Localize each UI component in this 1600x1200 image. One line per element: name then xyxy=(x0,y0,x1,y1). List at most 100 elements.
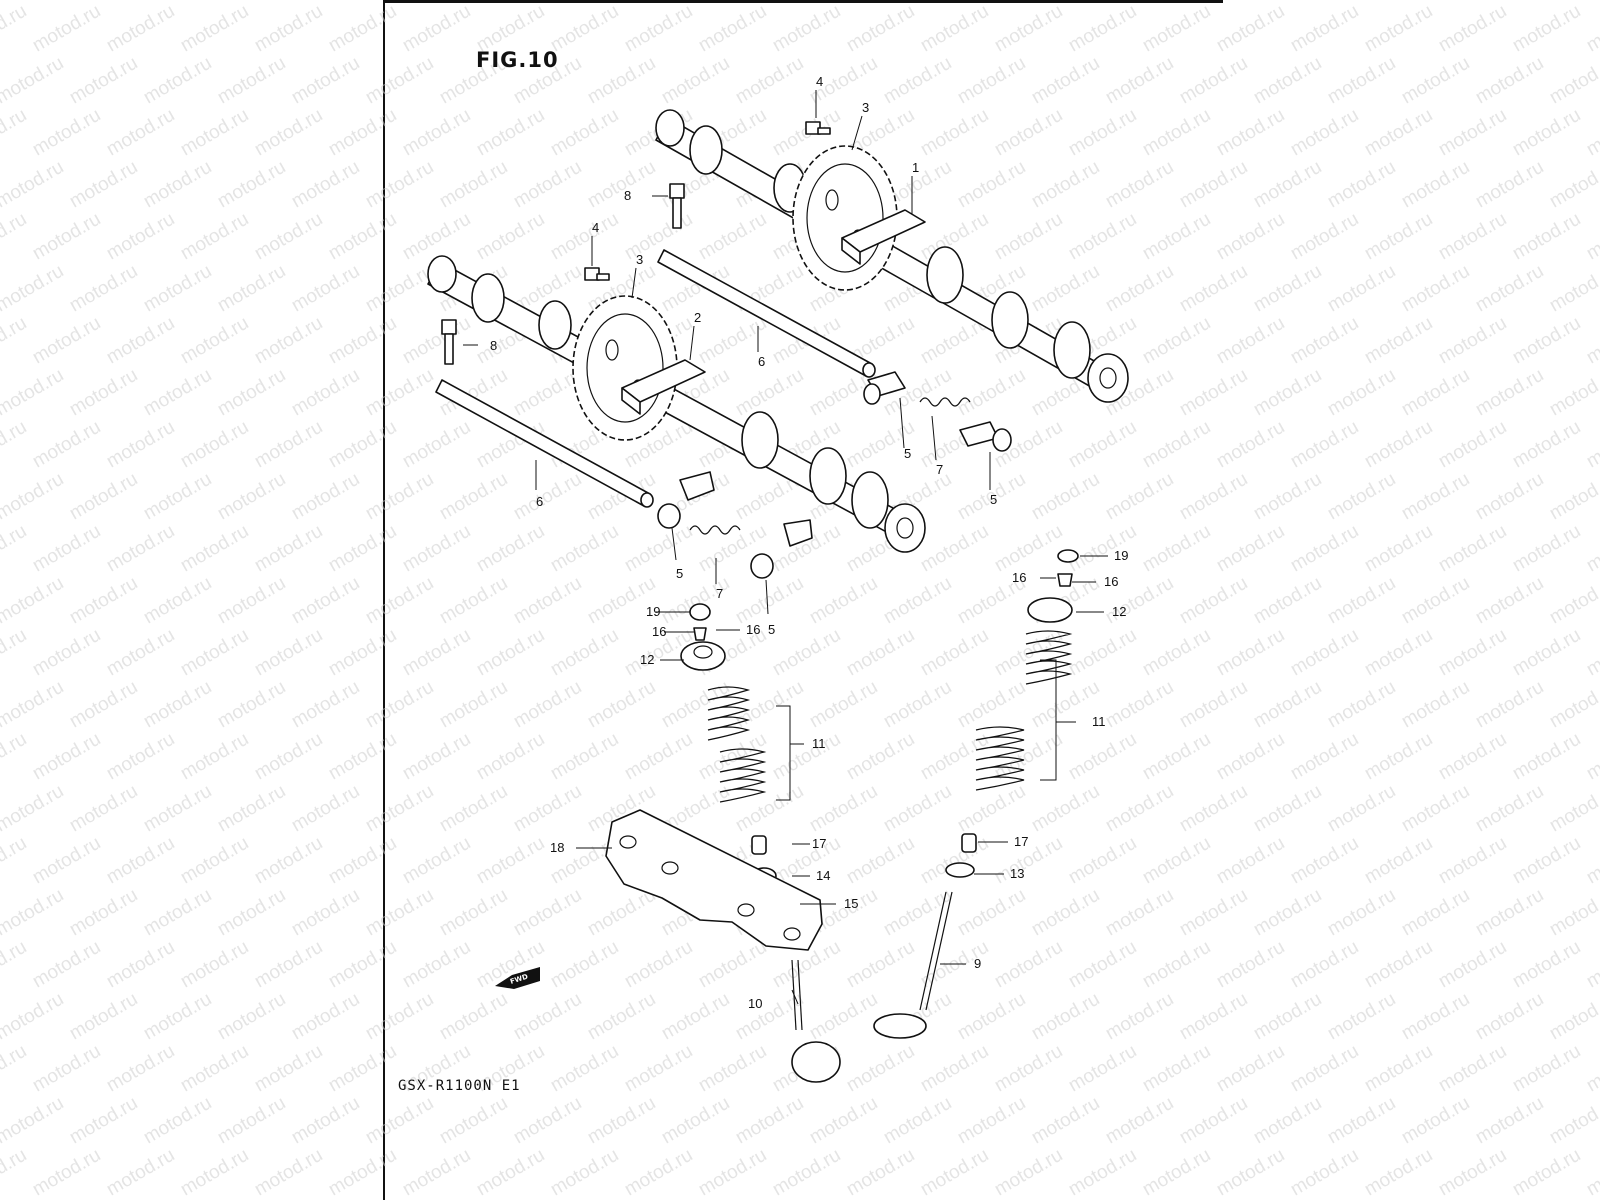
watermark-text: motod.ru xyxy=(843,1041,918,1097)
watermark-text: motod.ru xyxy=(1472,573,1547,629)
watermark-text: motod.ru xyxy=(1361,729,1436,785)
watermark-text: motod.ru xyxy=(954,365,1029,421)
rocker-arm-assembly-right xyxy=(863,371,1012,452)
watermark-text: motod.ru xyxy=(621,937,696,993)
watermark-text: motod.ru xyxy=(436,989,511,1045)
watermark-text: motod.ru xyxy=(621,209,696,265)
watermark-text: motod.ru xyxy=(1546,157,1600,213)
watermark-text: motod.ru xyxy=(1250,781,1325,837)
watermark-text: motod.ru xyxy=(843,417,918,473)
watermark-text: motod.ru xyxy=(806,573,881,629)
watermark-text: motod.ru xyxy=(843,729,918,785)
watermark-text: motod.ru xyxy=(1139,209,1214,265)
watermark-text: motod.ru xyxy=(325,521,400,577)
watermark-text: motod.ru xyxy=(1546,469,1600,525)
callout-16b: 16 xyxy=(746,622,760,637)
watermark-text: motod.ru xyxy=(66,1093,141,1149)
watermark-text: motod.ru xyxy=(695,1041,770,1097)
callout-15: 15 xyxy=(844,896,858,911)
watermark-text: motod.ru xyxy=(1139,1145,1214,1200)
watermark-text: motod.ru xyxy=(0,313,30,369)
watermark-text: motod.ru xyxy=(1435,1041,1510,1097)
watermark-text: motod.ru xyxy=(66,781,141,837)
watermark-text: motod.ru xyxy=(1546,53,1600,109)
watermark-text: motod.ru xyxy=(1287,729,1362,785)
watermark-text: motod.ru xyxy=(917,521,992,577)
watermark-text: motod.ru xyxy=(362,1093,437,1149)
exhaust-camshaft xyxy=(655,109,1129,403)
watermark-text: motod.ru xyxy=(621,1145,696,1200)
watermark-text: motod.ru xyxy=(695,937,770,993)
callout-2: 2 xyxy=(694,310,701,325)
watermark-text: motod.ru xyxy=(806,1093,881,1149)
watermark-text: motod.ru xyxy=(1509,417,1584,473)
watermark-text: motod.ru xyxy=(954,0,1029,4)
watermark-text: motod.ru xyxy=(1398,781,1473,837)
watermark-text: motod.ru xyxy=(29,937,104,993)
watermark-text: motod.ru xyxy=(66,53,141,109)
watermark-text: motod.ru xyxy=(1065,729,1140,785)
rocker-shaft-lower xyxy=(435,379,654,508)
watermark-text: motod.ru xyxy=(251,833,326,889)
watermark-text: motod.ru xyxy=(1361,521,1436,577)
watermark-text: motod.ru xyxy=(1176,885,1251,941)
watermark-text: motod.ru xyxy=(1361,625,1436,681)
watermark-text: motod.ru xyxy=(399,1145,474,1200)
watermark-text: motod.ru xyxy=(1287,937,1362,993)
watermark-text: motod.ru xyxy=(0,937,30,993)
watermark-text: motod.ru xyxy=(325,1,400,57)
watermark-text: motod.ru xyxy=(214,781,289,837)
watermark-text: motod.ru xyxy=(1287,417,1362,473)
watermark-text: motod.ru xyxy=(399,937,474,993)
callout-12a: 12 xyxy=(640,652,654,667)
watermark-text: motod.ru xyxy=(177,1,252,57)
watermark-text: motod.ru xyxy=(695,209,770,265)
watermark-text: motod.ru xyxy=(1361,313,1436,369)
watermark-text: motod.ru xyxy=(473,521,548,577)
watermark-text: motod.ru xyxy=(362,53,437,109)
watermark-text: motod.ru xyxy=(1028,157,1103,213)
watermark-text: motod.ru xyxy=(1398,1093,1473,1149)
watermark-text: motod.ru xyxy=(214,365,289,421)
watermark-text: motod.ru xyxy=(1435,417,1510,473)
watermark-text: motod.ru xyxy=(954,53,1029,109)
watermark-text: motod.ru xyxy=(1028,1093,1103,1149)
watermark-text: motod.ru xyxy=(177,833,252,889)
watermark-text: motod.ru xyxy=(1287,1145,1362,1200)
watermark-text: motod.ru xyxy=(917,1145,992,1200)
watermark-text: motod.ru xyxy=(29,833,104,889)
watermark-text: motod.ru xyxy=(1509,729,1584,785)
watermark-text: motod.ru xyxy=(1139,521,1214,577)
watermark-text: motod.ru xyxy=(843,937,918,993)
intake-cam-sprocket xyxy=(572,295,678,441)
watermark-text: motod.ru xyxy=(214,53,289,109)
watermark-text: motod.ru xyxy=(1287,105,1362,161)
watermark-text: motod.ru xyxy=(251,521,326,577)
callout-6a: 6 xyxy=(758,354,765,369)
callout-5a: 5 xyxy=(904,446,911,461)
watermark-text: motod.ru xyxy=(0,0,67,4)
sheet-left-border xyxy=(383,0,385,1200)
watermark-text: motod.ru xyxy=(214,989,289,1045)
watermark-text: motod.ru xyxy=(288,469,363,525)
watermark-text: motod.ru xyxy=(510,677,585,733)
rocker-shaft-upper xyxy=(657,249,876,378)
watermark-text: motod.ru xyxy=(1102,989,1177,1045)
watermark-text: motod.ru xyxy=(362,885,437,941)
watermark-text: motod.ru xyxy=(0,1093,67,1149)
watermark-text: motod.ru xyxy=(1213,1145,1288,1200)
watermark-text: motod.ru xyxy=(288,157,363,213)
watermark-text: motod.ru xyxy=(140,885,215,941)
watermark-text: motod.ru xyxy=(0,261,67,317)
watermark-text: motod.ru xyxy=(1546,781,1600,837)
watermark-text: motod.ru xyxy=(1250,157,1325,213)
watermark-text: motod.ru xyxy=(0,1,30,57)
watermark-text: motod.ru xyxy=(1361,937,1436,993)
watermark-text: motod.ru xyxy=(325,313,400,369)
watermark-text: motod.ru xyxy=(0,625,30,681)
watermark-text: motod.ru xyxy=(103,625,178,681)
watermark-text: motod.ru xyxy=(66,989,141,1045)
watermark-text: motod.ru xyxy=(1583,209,1600,265)
watermark-text: motod.ru xyxy=(1583,833,1600,889)
callout-9: 9 xyxy=(974,956,981,971)
